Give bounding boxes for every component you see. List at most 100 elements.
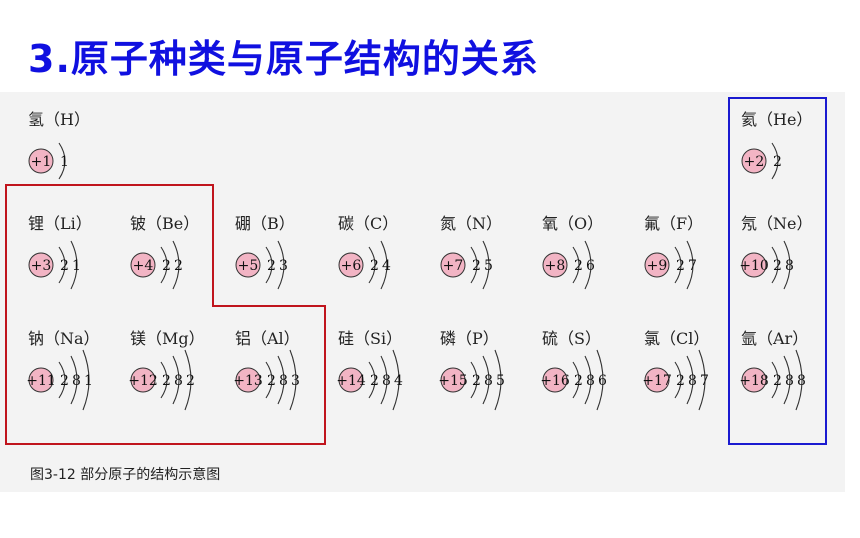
electron-shell — [392, 349, 400, 411]
electron-count: 2 — [267, 258, 276, 274]
figure-caption: 图3-12 部分原子的结构示意图 — [30, 467, 221, 483]
electron-shell — [783, 240, 791, 290]
electron-shell — [380, 355, 388, 405]
atom-name: 氢（H） — [28, 110, 90, 129]
electron-count: 2 — [267, 373, 276, 389]
nucleus-circle — [741, 148, 767, 174]
electron-count: 8 — [279, 373, 288, 389]
electron-shell — [482, 355, 490, 405]
electron-count: 2 — [186, 373, 195, 389]
electron-shell — [82, 349, 90, 411]
nucleus-charge: +3 — [31, 258, 52, 274]
electron-shell — [771, 361, 779, 399]
nucleus-circle — [542, 252, 568, 278]
electron-count: 1 — [84, 373, 93, 389]
electron-count: 8 — [785, 373, 794, 389]
nucleus-charge: +6 — [341, 258, 362, 274]
atom-name: 氟（F） — [644, 214, 704, 233]
nucleus-charge: +13 — [233, 373, 263, 389]
atom-name: 钠（Na） — [28, 329, 100, 348]
electron-count: 1 — [72, 258, 81, 274]
atom-name: 硼（B） — [235, 214, 295, 233]
atom-name: 锂（Li） — [28, 214, 92, 233]
nucleus-circle — [440, 252, 466, 278]
electron-count: 8 — [484, 373, 493, 389]
electron-shell — [584, 355, 592, 405]
electron-shell — [686, 240, 694, 290]
nucleus-circle — [130, 252, 156, 278]
electron-shell — [70, 240, 78, 290]
nucleus-circle — [28, 148, 54, 174]
nucleus-circle — [235, 367, 261, 393]
electron-shell — [494, 349, 502, 411]
electron-count: 2 — [773, 154, 782, 170]
electron-shell — [277, 240, 285, 290]
electron-count: 2 — [773, 258, 782, 274]
nucleus-circle — [644, 252, 670, 278]
highlight-boxes — [5, 97, 827, 445]
atom-name: 磷（P） — [440, 329, 499, 348]
atom-name: 铍（Be） — [130, 214, 200, 233]
red-highlight-box — [5, 184, 326, 445]
atom-name: 硫（S） — [542, 329, 601, 348]
nucleus-charge: +12 — [128, 373, 158, 389]
electron-count: 2 — [60, 373, 69, 389]
electron-count: 3 — [291, 373, 300, 389]
nucleus-circle — [338, 367, 364, 393]
electron-count: 2 — [162, 373, 171, 389]
electron-shell — [596, 349, 604, 411]
electron-shell — [289, 349, 297, 411]
electron-count: 8 — [785, 258, 794, 274]
atom-name: 氩（Ar） — [741, 329, 809, 348]
atom-name: 氖（Ne） — [741, 214, 813, 233]
electron-shell — [572, 246, 580, 284]
electron-count: 8 — [797, 373, 806, 389]
atom-name: 铝（Al） — [235, 329, 300, 348]
electron-shell — [58, 246, 66, 284]
electron-count: 2 — [472, 258, 481, 274]
electron-count: 1 — [60, 154, 69, 170]
electron-shell — [265, 361, 273, 399]
nucleus-circle — [28, 252, 54, 278]
nucleus-charge: +8 — [545, 258, 566, 274]
nucleus-charge: +14 — [336, 373, 366, 389]
nucleus-circle — [440, 367, 466, 393]
electron-shell — [58, 142, 66, 180]
electron-shell — [160, 361, 168, 399]
electron-count: 8 — [174, 373, 183, 389]
electron-shell — [70, 355, 78, 405]
electron-shell — [783, 355, 791, 405]
atom-name: 氧（O） — [542, 214, 604, 233]
nucleus-circle — [741, 367, 767, 393]
atom-name: 镁（Mg） — [130, 329, 205, 348]
electron-shell — [172, 240, 180, 290]
nucleus-charge: +9 — [647, 258, 668, 274]
electron-count: 2 — [574, 258, 583, 274]
electron-shell — [380, 240, 388, 290]
nucleus-charge: +4 — [133, 258, 154, 274]
atom-name: 硅（Si） — [338, 329, 403, 348]
electron-count: 2 — [676, 258, 685, 274]
